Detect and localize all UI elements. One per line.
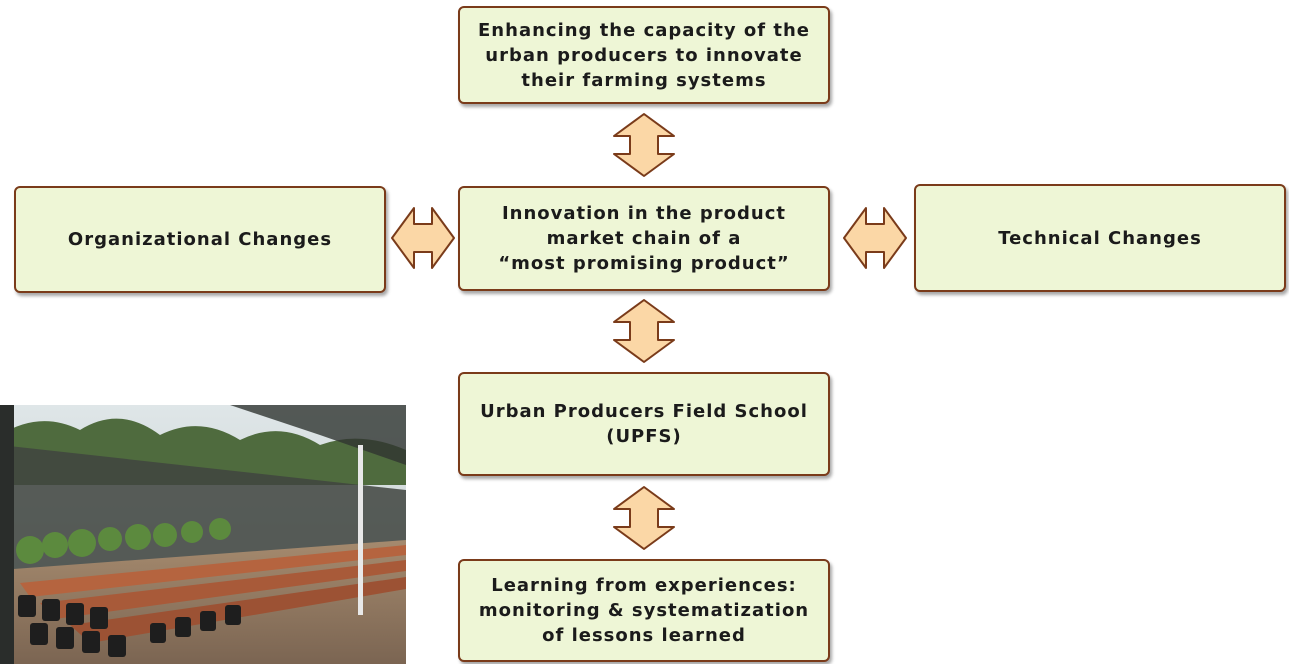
box-capacity-enhancement: Enhancing the capacity of the urban prod…	[458, 6, 830, 104]
double-arrow-vertical-icon	[613, 299, 675, 363]
box-field-school: Urban Producers Field School (UPFS)	[458, 372, 830, 476]
double-arrow-vertical-icon	[613, 113, 675, 177]
box-product-innovation: Innovation in the product market chain o…	[458, 186, 830, 291]
double-arrow-vertical-icon	[613, 486, 675, 550]
double-arrow-horizontal-icon	[391, 207, 455, 269]
box-lessons-learned: Learning from experiences: monitoring & …	[458, 559, 830, 662]
box-technical-changes: Technical Changes	[914, 184, 1286, 292]
box-organizational-changes: Organizational Changes	[14, 186, 386, 293]
double-arrow-horizontal-icon	[843, 207, 907, 269]
greenhouse-nursery-photo	[0, 405, 406, 664]
